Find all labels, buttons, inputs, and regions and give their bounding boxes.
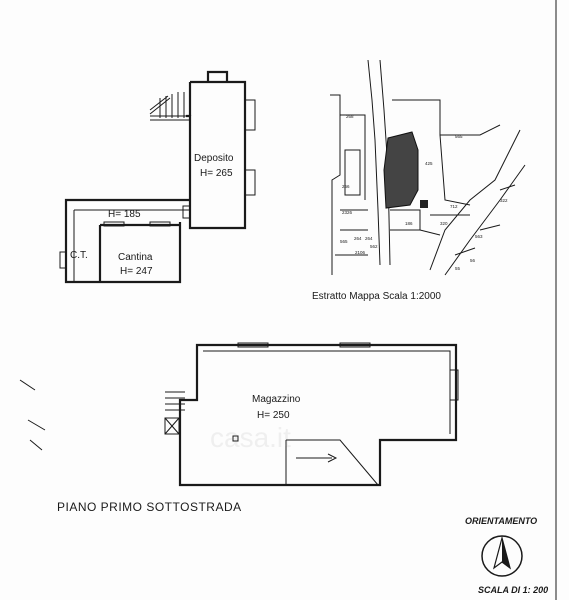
parcel-number: 266 [342, 184, 350, 189]
north-arrow-icon [481, 535, 523, 577]
stairs-lower [164, 391, 185, 435]
floor-title: PIANO PRIMO SOTTOSTRADA [57, 500, 242, 514]
cantina-height: H= 247 [120, 266, 153, 277]
parcel-number: 565 [340, 239, 348, 244]
cantina-label: Cantina [118, 252, 153, 263]
parcel-number: 186 [405, 221, 413, 226]
watermark: casa.it [210, 422, 291, 453]
parcel-number: 56 [470, 258, 476, 263]
magazzino-height: H= 250 [257, 410, 290, 421]
lower-plan: Magazzino H= 250 [164, 342, 459, 487]
stairs-upper [149, 92, 190, 121]
ct-label: C.T. [70, 250, 88, 261]
deposito-label: Deposito [194, 153, 234, 164]
parcel-number: 712 [450, 204, 458, 209]
margin-marks [19, 379, 46, 451]
parcel-number: 562 [370, 244, 378, 249]
scale-label: SCALA DI 1: 200 [478, 585, 548, 595]
parcel-number: 2326 [342, 210, 353, 215]
upper-plan: Deposito H= 265 H= 185 C.T. Cantina H= 2… [59, 70, 256, 284]
parcel-number: 563 [475, 234, 483, 239]
parcel-number: 2106 [355, 250, 366, 255]
deposito-height: H= 265 [200, 168, 233, 179]
magazzino-label: Magazzino [252, 394, 301, 405]
orientation-label: ORIENTAMENTO [465, 516, 537, 526]
parcel-number: 55 [455, 266, 461, 271]
parcel-number: 320 [440, 221, 448, 226]
corridor-height: H= 185 [108, 209, 141, 220]
parcel-number: 322 [500, 198, 508, 203]
parcel-number: 425 [425, 161, 433, 166]
parcel-number: 264 [365, 236, 373, 241]
parcel-number: 264 [354, 236, 362, 241]
parcel-number: 268 [346, 114, 354, 119]
parcel-number: 565 [455, 134, 463, 139]
map-caption: Estratto Mappa Scala 1:2000 [312, 291, 441, 302]
